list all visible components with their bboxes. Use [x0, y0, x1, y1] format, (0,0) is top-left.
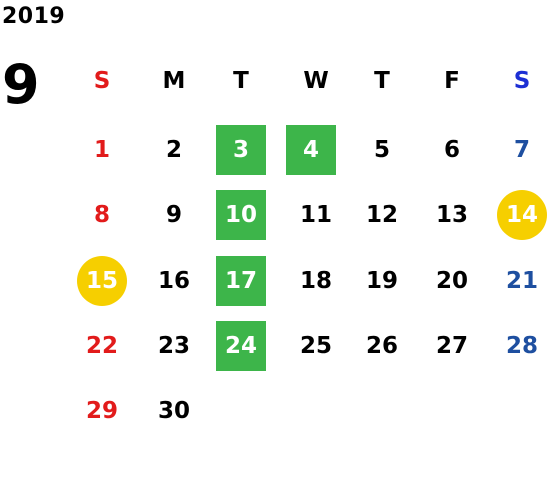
weekday-header-thursday: T [374, 68, 390, 94]
day-cell[interactable]: 25 [299, 333, 332, 359]
day-cell[interactable]: 30 [157, 398, 190, 424]
day-cell[interactable]: 8 [93, 202, 110, 228]
day-cell[interactable]: 16 [157, 268, 190, 294]
weekday-header-monday: M [162, 68, 186, 94]
day-cell[interactable]: 7 [513, 137, 530, 163]
day-cell[interactable]: 27 [435, 333, 468, 359]
day-cell-highlighted[interactable]: 17 [216, 256, 266, 306]
weekday-header-friday: F [444, 68, 460, 94]
day-cell[interactable]: 28 [505, 333, 538, 359]
day-cell[interactable]: 19 [365, 268, 398, 294]
day-cell[interactable]: 2 [165, 137, 182, 163]
day-cell-highlighted[interactable]: 24 [216, 321, 266, 371]
day-cell[interactable]: 11 [299, 202, 332, 228]
weekday-header-wednesday: W [303, 68, 329, 94]
day-cell[interactable]: 9 [165, 202, 182, 228]
day-cell[interactable]: 21 [505, 268, 538, 294]
weekday-header-tuesday: T [233, 68, 249, 94]
day-cell[interactable]: 20 [435, 268, 468, 294]
day-cell[interactable]: 1 [93, 137, 110, 163]
day-cell[interactable]: 23 [157, 333, 190, 359]
day-cell[interactable]: 5 [373, 137, 390, 163]
month-number: 9 [2, 53, 40, 116]
weekday-header-saturday: S [513, 68, 531, 94]
day-cell[interactable]: 18 [299, 268, 332, 294]
day-cell[interactable]: 22 [85, 333, 118, 359]
day-cell[interactable]: 13 [435, 202, 468, 228]
day-cell[interactable]: 29 [85, 398, 118, 424]
weekday-header-sunday: S [93, 68, 111, 94]
day-cell[interactable]: 26 [365, 333, 398, 359]
day-cell-highlighted[interactable]: 4 [286, 125, 336, 175]
year-label: 2019 [2, 4, 66, 29]
day-cell[interactable]: 12 [365, 202, 398, 228]
day-cell-holiday[interactable]: 15 [77, 256, 127, 306]
day-cell-highlighted[interactable]: 3 [216, 125, 266, 175]
day-cell[interactable]: 6 [443, 137, 460, 163]
day-cell-highlighted[interactable]: 10 [216, 190, 266, 240]
day-cell-holiday[interactable]: 14 [497, 190, 547, 240]
